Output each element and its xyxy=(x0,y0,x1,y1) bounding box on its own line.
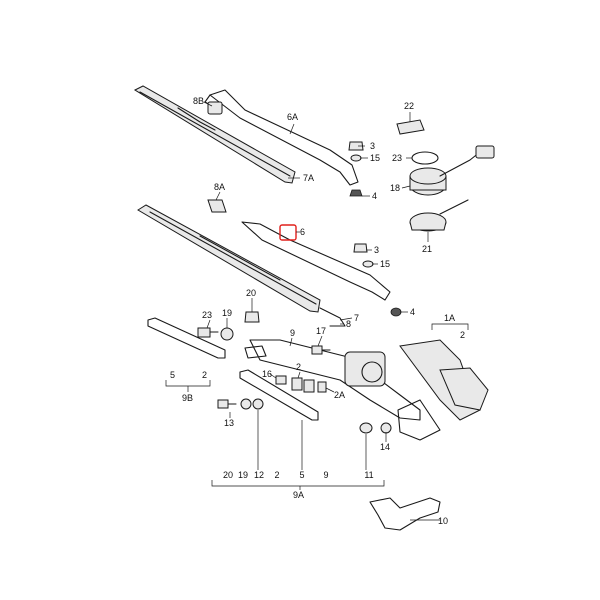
callout-2-9B: 2 xyxy=(202,370,207,380)
callout-23-lower: 23 xyxy=(202,310,212,320)
callout-8A: 8A xyxy=(214,182,225,192)
callout-9: 9 xyxy=(290,328,295,338)
nut-14[interactable] xyxy=(380,422,392,434)
callout-4-upper: 4 xyxy=(372,191,377,201)
callout-21: 21 xyxy=(422,244,432,254)
callout-1A: 1A xyxy=(444,313,455,323)
callout-6A: 6A xyxy=(287,112,298,122)
group-9A-number: 19 xyxy=(238,470,248,480)
callout-7A: 7A xyxy=(303,173,314,183)
cable-connector[interactable] xyxy=(439,145,495,177)
callout-18: 18 xyxy=(390,183,400,193)
callout-labels: 8B 6A 3 15 7A 4 22 23 18 21 8A 6 3 15 7 … xyxy=(170,96,465,526)
bolt-13[interactable] xyxy=(217,398,264,410)
bolt-17[interactable] xyxy=(311,345,331,355)
group-9A-number: 11 xyxy=(364,470,373,480)
bracket-10[interactable] xyxy=(369,497,441,531)
group-9A-number: 9 xyxy=(323,470,328,480)
callout-16: 16 xyxy=(262,369,272,379)
nut-3-lower[interactable] xyxy=(353,243,368,253)
callout-2-linkage: 2 xyxy=(296,362,301,372)
callout-8: 8 xyxy=(346,319,351,329)
callout-14: 14 xyxy=(380,442,390,452)
callout-5-9B: 5 xyxy=(170,370,175,380)
callout-22: 22 xyxy=(404,101,414,111)
wiper-arm-6[interactable] xyxy=(241,221,391,301)
callout-2A: 2A xyxy=(334,390,345,400)
linkage-rod-2[interactable] xyxy=(239,369,319,421)
leader-lines xyxy=(165,101,469,521)
clip-8B[interactable] xyxy=(207,101,223,115)
callout-15-lower: 15 xyxy=(380,259,390,269)
group-9A-number: 12 xyxy=(254,470,264,480)
callout-9A: 9A xyxy=(293,490,304,500)
washer-15-lower[interactable] xyxy=(362,260,374,268)
wiper-motor-1A[interactable] xyxy=(344,339,489,441)
callout-7: 7 xyxy=(354,313,359,323)
cap-21[interactable] xyxy=(409,199,469,232)
callout-6: 6 xyxy=(300,227,305,237)
bushing-2A[interactable] xyxy=(291,377,327,393)
callout-23-upper: 23 xyxy=(392,153,402,163)
cap-7-8[interactable] xyxy=(319,307,346,327)
bolt-23[interactable] xyxy=(197,327,219,338)
ring-23[interactable] xyxy=(411,151,439,165)
highlight-marker xyxy=(279,224,297,241)
group-9A-number: 2 xyxy=(274,470,279,480)
callout-9B: 9B xyxy=(182,393,193,403)
callout-15-upper: 15 xyxy=(370,153,380,163)
wiper-blade-lower[interactable] xyxy=(137,204,321,313)
callout-3-upper: 3 xyxy=(370,141,375,151)
bracket-22[interactable] xyxy=(396,119,425,135)
callout-13: 13 xyxy=(224,418,234,428)
cover-18[interactable] xyxy=(409,167,447,196)
washer-15-upper[interactable] xyxy=(350,154,362,162)
linkage-frame-9[interactable] xyxy=(244,339,421,421)
linkage-rod-9B[interactable] xyxy=(147,317,226,359)
callout-2-motor: 2 xyxy=(460,330,465,340)
bushing-19[interactable] xyxy=(220,327,234,341)
group-9A-number: 20 xyxy=(223,470,233,480)
nut-20[interactable] xyxy=(244,311,260,323)
group-9A-numbers: 20 19 12 2 5 9 11 xyxy=(223,470,374,480)
callout-3-lower: 3 xyxy=(374,245,379,255)
callout-19: 19 xyxy=(222,308,232,318)
clip-8A[interactable] xyxy=(207,199,227,213)
washer-11[interactable] xyxy=(359,422,373,434)
cap-4-lower[interactable] xyxy=(390,307,402,317)
callout-4-lower: 4 xyxy=(410,307,415,317)
callout-17: 17 xyxy=(316,326,326,336)
wiper-blade-upper[interactable] xyxy=(133,85,296,184)
callout-8B: 8B xyxy=(193,96,204,106)
bolt-16[interactable] xyxy=(275,375,287,385)
callout-10: 10 xyxy=(438,516,448,526)
cap-4-upper[interactable] xyxy=(349,189,363,197)
callout-20: 20 xyxy=(246,288,256,298)
group-9A-number: 5 xyxy=(299,470,304,480)
nut-3-upper[interactable] xyxy=(348,141,364,151)
